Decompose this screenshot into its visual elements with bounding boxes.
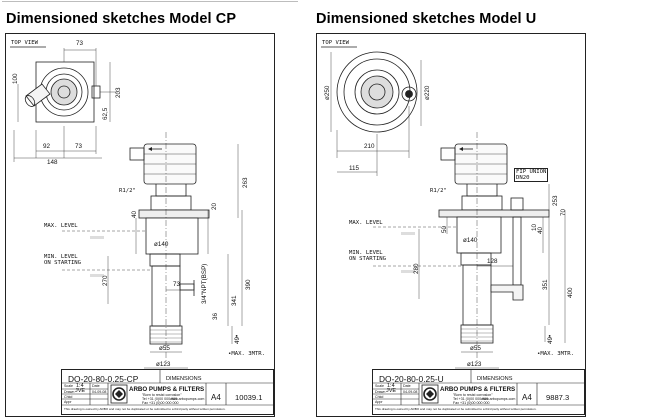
dim-73-mid: 73 (173, 281, 181, 288)
appr-label: Appr (375, 400, 383, 404)
dim-390: 390 (245, 279, 252, 290)
dim-40: 40 (131, 210, 138, 218)
thread-label: R1/2" (430, 188, 447, 194)
dim-250: ø250 (324, 85, 331, 100)
copyright-footer: This drawing is owned by ARBO and may no… (375, 407, 537, 411)
dim-400: 400 (567, 287, 574, 298)
paper-size: A4 (211, 393, 221, 402)
dim-220: ø220 (424, 85, 431, 100)
dim-341: 341 (231, 295, 238, 306)
date-value: 04-09-08 (92, 390, 107, 394)
min-level-label: MIN. LEVEL (349, 250, 383, 256)
date-label: Date (403, 384, 411, 388)
drawn-value: JVE (386, 388, 397, 394)
dim-253: 253 (552, 195, 559, 206)
dim-270: 270 (102, 275, 109, 286)
copyright-footer: This drawing is owned by ARBO and may no… (64, 407, 226, 411)
drawing-sheet-u: TOP VIEW ø250 ø220 210 115 R1/2" FIP UNI… (316, 33, 586, 417)
on-starting-label: ON STARTING (44, 260, 82, 266)
paper-size: A4 (522, 393, 532, 402)
scale-label: Scale (375, 384, 384, 388)
drawn-label: Drawn (64, 390, 75, 394)
dim-20: 20 (211, 202, 218, 210)
scale-value: 1:4 (387, 383, 395, 389)
dim-55: ø55 (470, 345, 481, 352)
sheet-title: DIMENSIONS (166, 376, 202, 382)
dim-49: 49• (547, 334, 554, 344)
dim-36: 36 (212, 312, 219, 320)
heading-model-cp: Dimensioned sketches Model CP (6, 11, 237, 27)
drawing-number: DO-20-80-0.25-CP (68, 374, 139, 384)
top-view-label: TOP VIEW (322, 40, 349, 46)
thread-label: R1/2" (119, 188, 136, 194)
max-3mtr-note: •MAX. 3MTR. (537, 351, 575, 357)
company-fax: Fax +31 (0)00 000 000 (142, 401, 179, 405)
dim-203: 203 (115, 87, 122, 98)
dim-351: 351 (542, 279, 549, 290)
date-value: 04-09-08 (403, 390, 418, 394)
dim-115: 115 (349, 165, 360, 172)
top-view-label: TOP VIEW (11, 40, 38, 46)
article-number: 10039.1 (235, 393, 263, 402)
company-name: ARBO PUMPS & FILTERS (129, 386, 205, 393)
chkd-label: Chkd (375, 395, 384, 399)
drawing-number: DO-20-80-0.25-U (379, 374, 444, 384)
heading-model-u: Dimensioned sketches Model U (316, 11, 537, 27)
title-block-grid (373, 370, 584, 406)
drawn-value: JVE (75, 388, 86, 394)
company-name: ARBO PUMPS & FILTERS (440, 386, 516, 393)
date-label: Date (92, 384, 100, 388)
dim-55: ø55 (159, 345, 170, 352)
fip-union-text: FIP UNION (516, 169, 547, 175)
drawing-cp-graphic (10, 46, 243, 369)
drawing-sheet-cp: TOP VIEW 73 100 203 62,5 92 73 148 R1/2"… (5, 33, 275, 417)
drawing-u-graphic (321, 46, 566, 369)
title-block-u: DO-20-80-0.25-U DIMENSIONS Scale 1:4 Dat… (372, 369, 585, 415)
company-web: www.arbopumps.com (170, 397, 205, 401)
dim-280: 280 (413, 263, 420, 274)
on-starting-label: ON STARTING (349, 256, 387, 262)
dim-123: ø123 (156, 361, 171, 368)
dim-73-top: 73 (76, 40, 84, 47)
dim-62-5: 62,5 (102, 107, 109, 120)
title-block-grid (62, 370, 273, 406)
dim-49: 49• (234, 334, 241, 344)
drawn-label: Drawn (375, 390, 386, 394)
scale-value: 1:4 (76, 383, 84, 389)
company-slogan: "Born to resist corrosion" (142, 393, 182, 397)
dim-140: ø140 (154, 241, 169, 248)
dim-210: 210 (364, 143, 375, 150)
dim-73-bottom: 73 (75, 143, 83, 150)
dim-50: 50 (441, 225, 448, 233)
chkd-label: Chkd (64, 395, 73, 399)
dn20-text: DN20 (516, 175, 530, 181)
dim-140: ø140 (463, 237, 478, 244)
company-slogan: "Born to resist corrosion" (453, 393, 493, 397)
company-fax: Fax +31 (0)00 000 000 (453, 401, 490, 405)
dim-92: 92 (43, 143, 51, 150)
max-level-label: MAX. LEVEL (44, 223, 78, 229)
max-level-label: MAX. LEVEL (349, 220, 383, 226)
appr-label: Appr (64, 400, 72, 404)
dim-263: 263 (242, 177, 249, 188)
dim-123: ø123 (467, 361, 482, 368)
dim-70: 70 (560, 208, 567, 216)
max-3mtr-note: •MAX. 3MTR. (228, 351, 266, 357)
dim-128: 128 (487, 258, 498, 265)
company-web: www.arbopumps.com (481, 397, 516, 401)
company-tel: Tel +31 (0)00 000 000 (453, 397, 489, 401)
scale-label: Scale (64, 384, 73, 388)
min-level-label: MIN. LEVEL (44, 254, 78, 260)
article-number: 9887.3 (546, 393, 570, 402)
dim-3-4-npt: 3/4"NPT(BSP) (201, 263, 208, 304)
company-tel: Tel +31 (0)00 000 000 (142, 397, 178, 401)
top-divider (2, 1, 298, 2)
sheet-title: DIMENSIONS (477, 376, 513, 382)
title-block-cp: DO-20-80-0.25-CP DIMENSIONS Scale 1:4 Da… (61, 369, 274, 415)
dim-100: 100 (12, 73, 19, 84)
dim-40: 40 (537, 226, 544, 234)
dim-148: 148 (47, 159, 58, 166)
